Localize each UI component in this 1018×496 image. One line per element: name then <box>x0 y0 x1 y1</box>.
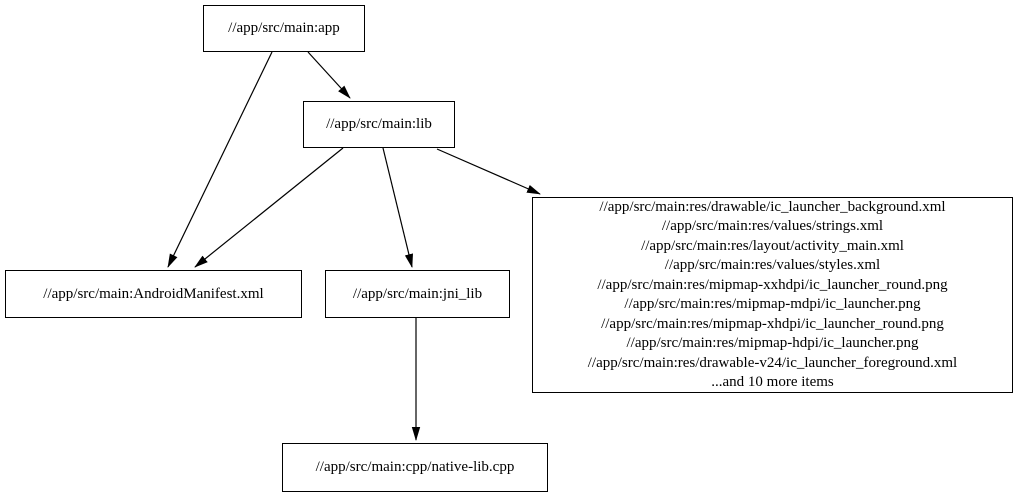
edge-app-lib <box>307 51 351 99</box>
resource-item-label: //app/src/main:res/drawable-v24/ic_launc… <box>587 354 958 371</box>
resource-item-label: //app/src/main:res/layout/activity_main.… <box>641 237 904 254</box>
graph-node-resources-group: //app/src/main:res/drawable/ic_launcher_… <box>532 197 1013 393</box>
graph-node-jni-lib: //app/src/main:jni_lib <box>325 270 510 318</box>
edge-lib-jni-lib <box>382 147 414 268</box>
graph-node-native-lib-cpp-label: //app/src/main:cpp/native-lib.cpp <box>315 459 515 475</box>
graph-node-jni-lib-label: //app/src/main:jni_lib <box>352 285 483 302</box>
graph-node-app-label: //app/src/main:app <box>228 20 340 36</box>
graph-node-app: //app/src/main:app <box>203 5 365 52</box>
graph-node-native-lib-cpp: //app/src/main:cpp/native-lib.cpp <box>282 443 548 492</box>
graph-node-android-manifest-label: //app/src/main:AndroidManifest.xml <box>43 285 264 302</box>
resource-item-label: //app/src/main:res/drawable/ic_launcher_… <box>599 198 946 215</box>
resource-item-label: //app/src/main:res/values/styles.xml <box>664 257 881 273</box>
resource-item-label: //app/src/main:res/mipmap-xhdpi/ic_launc… <box>601 315 944 332</box>
edge-app-manifest <box>167 51 273 268</box>
resources-more-items-label: ...and 10 more items <box>711 374 834 390</box>
resource-item-label: //app/src/main:res/mipmap-mdpi/ic_launch… <box>624 296 921 312</box>
graph-node-android-manifest: //app/src/main:AndroidManifest.xml <box>5 270 302 318</box>
edge-lib-manifest <box>194 147 344 268</box>
resource-item-label: //app/src/main:res/mipmap-hdpi/ic_launch… <box>626 335 919 351</box>
graph-node-lib-label: //app/src/main:lib <box>326 116 432 132</box>
edge-lib-resources <box>436 148 541 195</box>
resource-item-label: //app/src/main:res/mipmap-xxhdpi/ic_laun… <box>597 276 948 293</box>
graph-node-lib: //app/src/main:lib <box>303 101 455 148</box>
resource-item-label: //app/src/main:res/values/strings.xml <box>661 218 884 234</box>
